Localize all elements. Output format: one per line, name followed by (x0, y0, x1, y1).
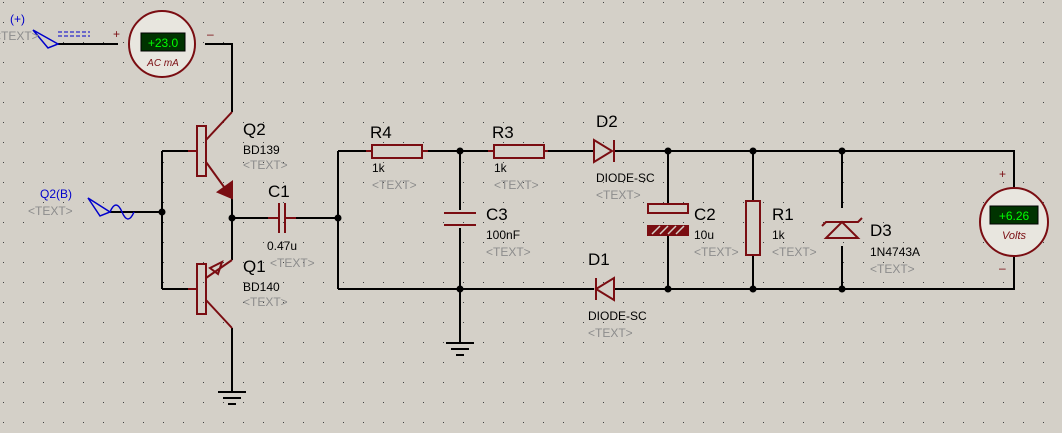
ammeter-plus: + (113, 27, 120, 41)
r4-text: <TEXT> (372, 178, 417, 192)
transistor-q1[interactable]: Q1 BD140 <TEXT> (188, 257, 288, 329)
c3-value: 100nF (486, 228, 520, 242)
c1-text: <TEXT> (270, 256, 315, 270)
ammeter-display (140, 32, 186, 52)
power-terminal[interactable]: (+) <TEXT> (0, 12, 90, 49)
ammeter-minus: – (207, 27, 214, 41)
ammeter-unit: AC mA (146, 58, 179, 69)
r1-ref: R1 (772, 205, 794, 224)
d1-value: DIODE-SC (588, 309, 647, 323)
d1-ref: D1 (588, 250, 610, 269)
junctions (158, 147, 846, 293)
c1-value: 0.47u (267, 239, 297, 253)
d2-value: DIODE-SC (596, 171, 655, 185)
d2-ref: D2 (596, 112, 618, 131)
ground-q1 (218, 391, 246, 405)
r3-value: 1k (494, 161, 508, 175)
resistor-r3[interactable]: R3 1k <TEXT> (488, 123, 548, 192)
r1-value: 1k (772, 228, 786, 242)
generator-terminal[interactable]: Q2(B) <TEXT> (28, 187, 135, 220)
c3-text: <TEXT> (486, 245, 531, 259)
zener-d3[interactable]: D3 1N4743A <TEXT> (821, 217, 920, 276)
r1-text: <TEXT> (772, 245, 817, 259)
q2-text: <TEXT> (243, 158, 288, 172)
capacitor-c2[interactable]: C2 10u <TEXT> (647, 203, 739, 259)
voltmeter-reading: +6.26 (999, 209, 1030, 223)
q1-value: BD140 (243, 280, 280, 294)
c2-ref: C2 (694, 205, 716, 224)
voltmeter-display (989, 205, 1039, 225)
voltmeter-plus: + (999, 167, 1006, 181)
r3-ref: R3 (492, 123, 514, 142)
capacitor-c3[interactable]: C3 100nF <TEXT> (444, 205, 531, 259)
ground-c3 (446, 342, 474, 356)
ammeter[interactable]: +23.0 AC mA + – (113, 10, 214, 78)
d3-text: <TEXT> (870, 262, 915, 276)
voltmeter-minus: – (999, 261, 1006, 275)
diode-d2[interactable]: D2 DIODE-SC <TEXT> (593, 112, 655, 202)
resistor-r4[interactable]: R4 1k <TEXT> (366, 123, 428, 192)
voltmeter[interactable]: +6.26 Volts + – (979, 167, 1049, 275)
c1-ref: C1 (268, 182, 290, 201)
q2-ref: Q2 (243, 120, 266, 139)
r4-ref: R4 (370, 123, 392, 142)
c2-value: 10u (694, 228, 714, 242)
d1-text: <TEXT> (588, 326, 633, 340)
capacitor-c1[interactable]: C1 0.47u <TEXT> (267, 182, 315, 270)
voltmeter-unit: Volts (1002, 230, 1027, 242)
d3-ref: D3 (870, 221, 892, 240)
power-terminal-label: (+) (10, 12, 25, 26)
ammeter-reading: +23.0 (148, 36, 179, 50)
power-terminal-text: <TEXT> (0, 29, 39, 43)
d3-value: 1N4743A (870, 245, 920, 259)
transistor-q2[interactable]: Q2 BD139 <TEXT> (188, 111, 288, 200)
r4-value: 1k (372, 161, 386, 175)
r3-text: <TEXT> (494, 178, 539, 192)
diode-d1[interactable]: D1 DIODE-SC <TEXT> (588, 250, 647, 340)
q2-value: BD139 (243, 143, 280, 157)
generator-terminal-text: <TEXT> (28, 204, 73, 218)
d2-text: <TEXT> (596, 188, 641, 202)
generator-terminal-label: Q2(B) (40, 187, 72, 201)
c2-text: <TEXT> (694, 245, 739, 259)
q1-ref: Q1 (243, 257, 266, 276)
q1-text: <TEXT> (243, 295, 288, 309)
c3-ref: C3 (486, 205, 508, 224)
resistor-r1[interactable]: R1 1k <TEXT> (745, 200, 817, 259)
